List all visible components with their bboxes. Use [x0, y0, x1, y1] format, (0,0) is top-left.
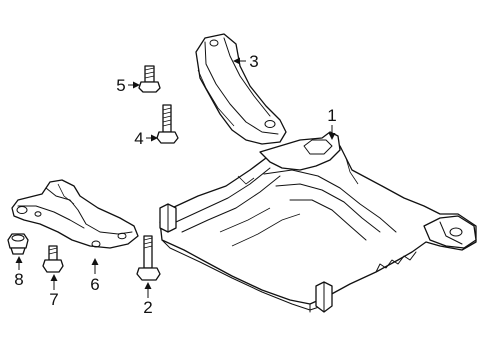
callout-8: 8 — [14, 256, 24, 289]
plate-bolt — [42, 245, 64, 273]
callout-number: 1 — [327, 106, 336, 125]
callout-number: 5 — [116, 76, 125, 95]
nut — [7, 233, 29, 255]
subframe-bolt — [136, 235, 161, 281]
small-bolt — [138, 65, 161, 93]
callout-5: 5 — [116, 76, 140, 95]
callout-number: 6 — [90, 275, 99, 294]
callout-number: 2 — [143, 298, 152, 317]
callout-4: 4 — [134, 129, 158, 148]
callout-3: 3 — [233, 52, 259, 71]
bracket-bolt — [156, 104, 179, 144]
upper-bracket — [195, 33, 287, 145]
callout-1: 1 — [327, 106, 337, 140]
callout-2: 2 — [143, 282, 153, 317]
callout-7: 7 — [49, 274, 59, 309]
callout-number: 3 — [249, 52, 258, 71]
lower-plate — [11, 179, 139, 249]
subframe — [159, 131, 477, 313]
callout-number: 7 — [49, 290, 58, 309]
callout-number: 8 — [14, 270, 23, 289]
callout-6: 6 — [90, 258, 100, 294]
callout-number: 4 — [134, 129, 143, 148]
